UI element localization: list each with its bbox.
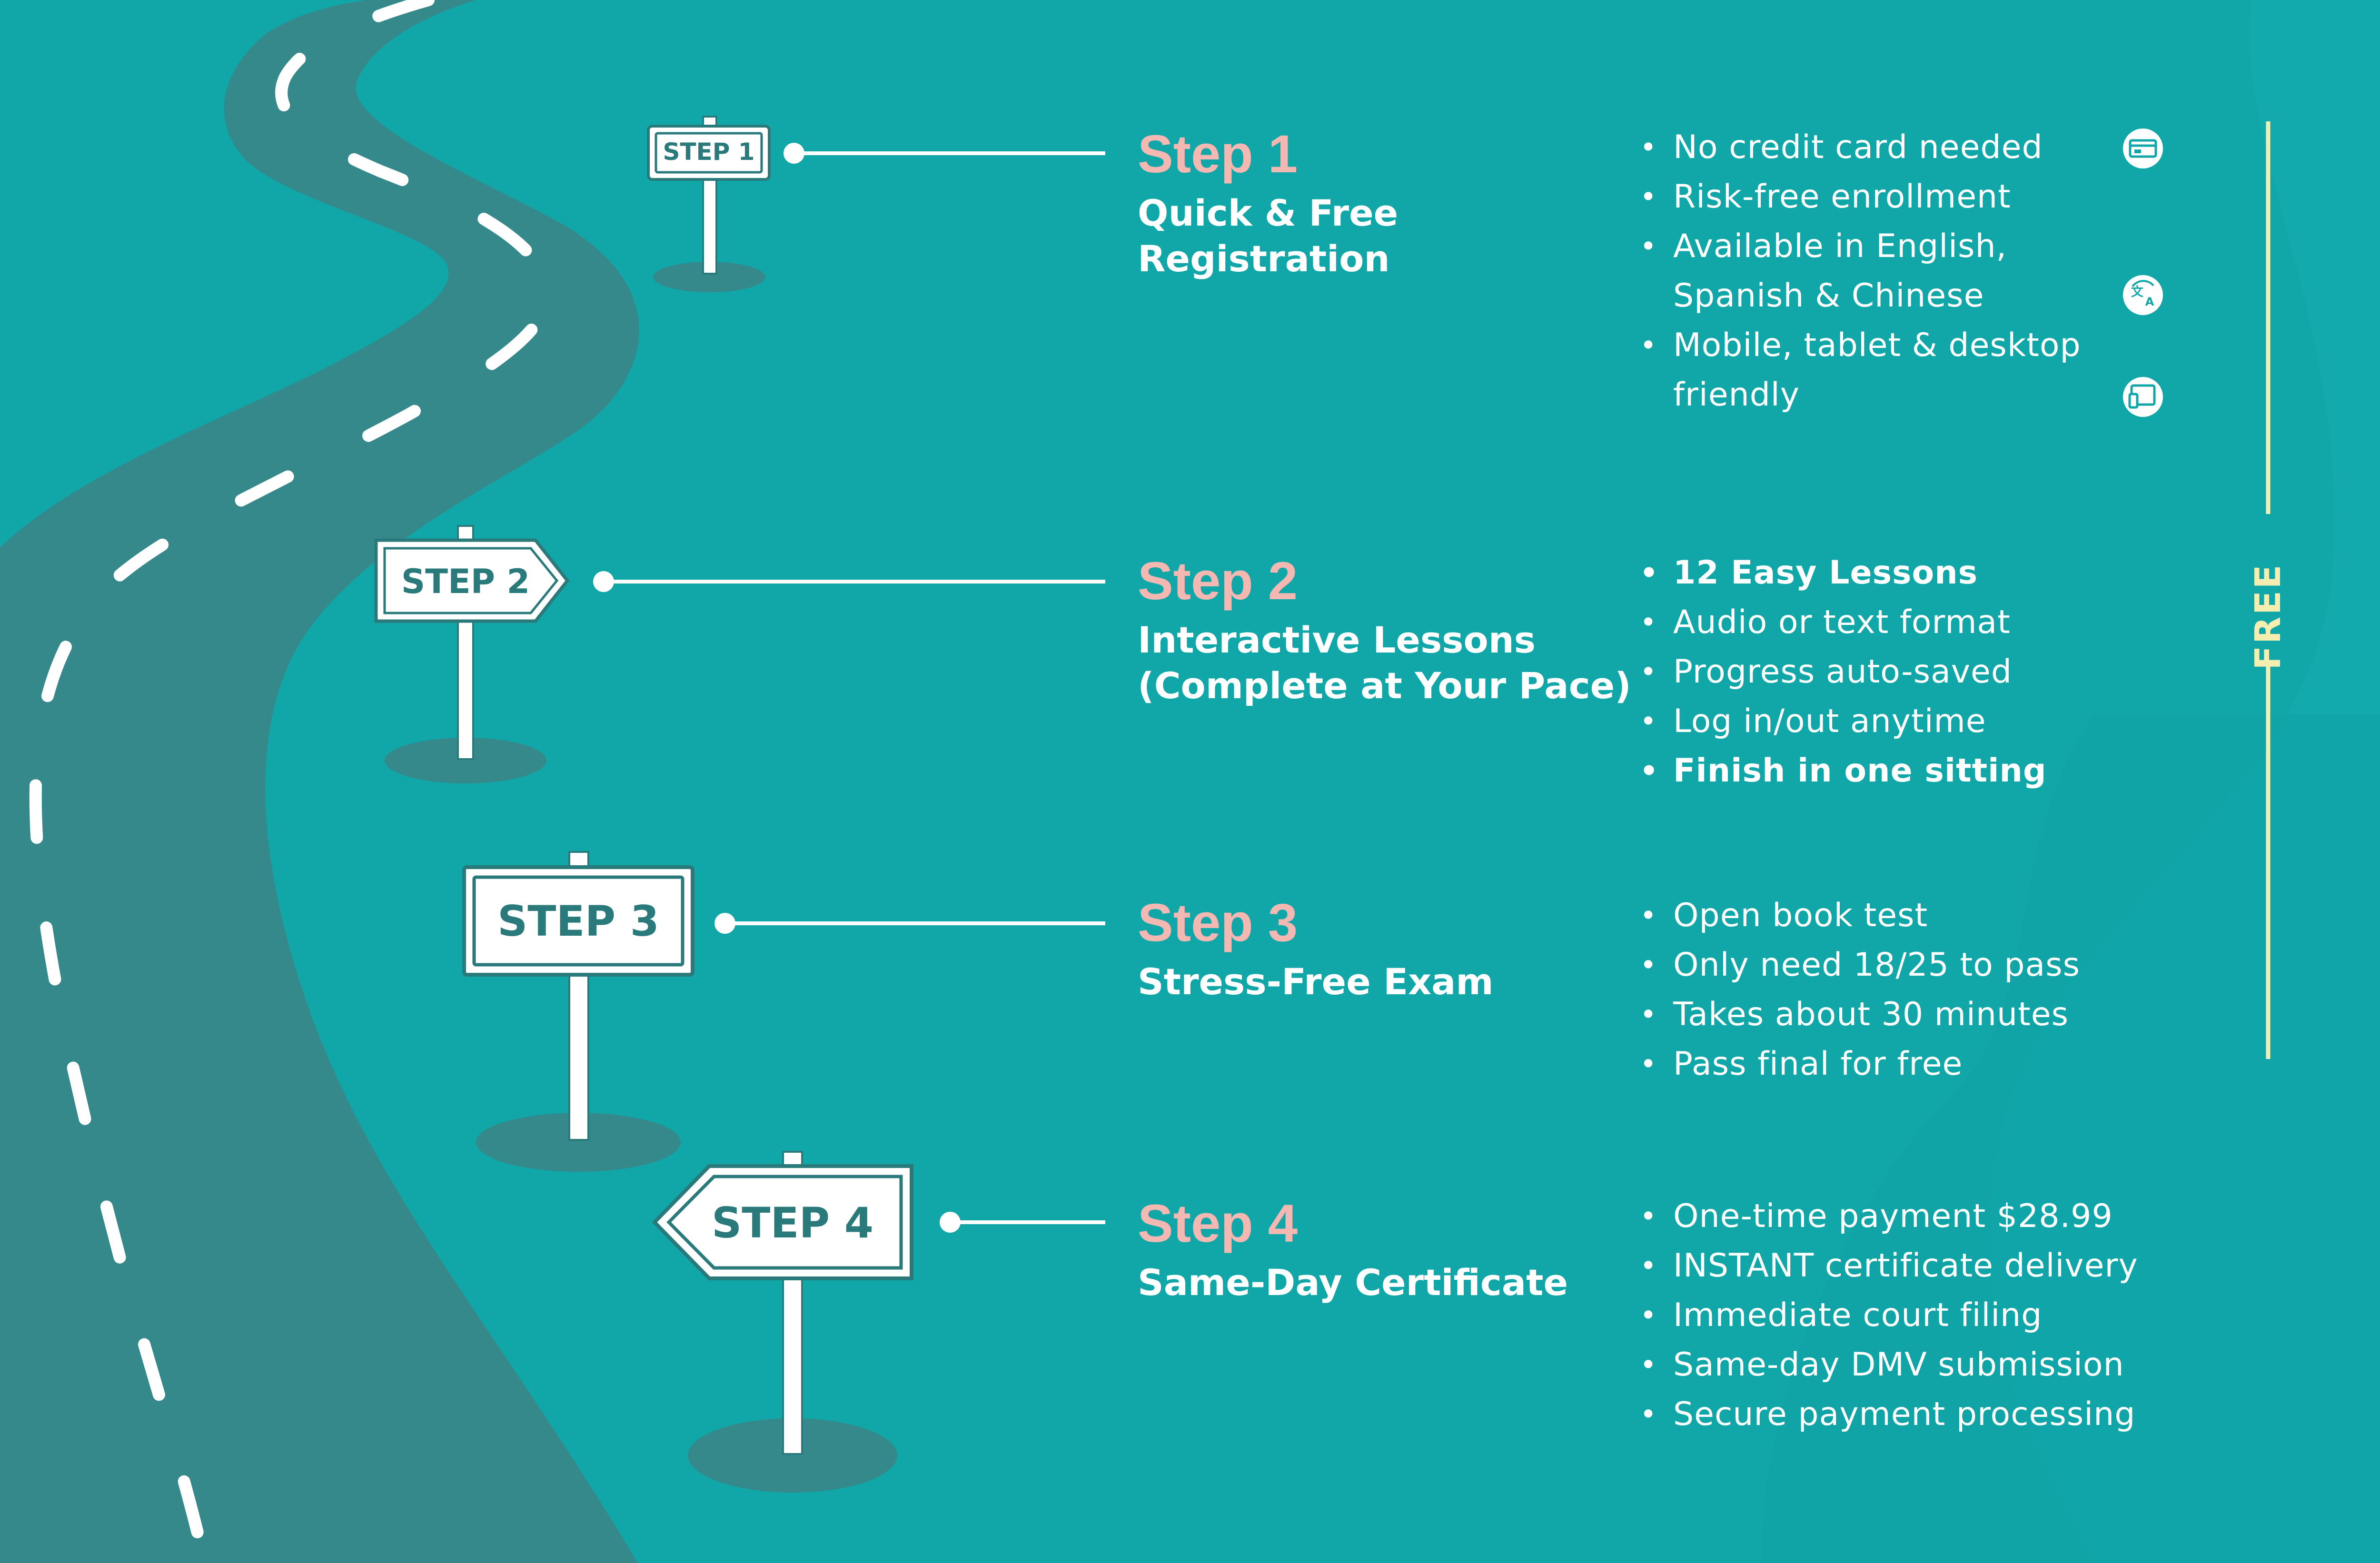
connector-step-1 <box>783 143 1105 164</box>
bullet-item: Secure payment processing <box>1640 1390 2138 1439</box>
bullet-item: Risk-free enrollment <box>1640 172 2081 222</box>
bullet-item: Only need 18/25 to pass <box>1640 940 2080 990</box>
sign-step-2: STEP 2 <box>374 525 570 783</box>
sign-step-3: STEP 3 <box>462 851 694 1172</box>
connector-step-3 <box>714 913 1105 934</box>
step-2-subtitle-line: (Complete at Your Pace) <box>1138 664 1631 707</box>
bullet-item: Open book test <box>1640 891 2080 940</box>
step-3-bullets: Open book test Only need 18/25 to pass T… <box>1640 891 2080 1089</box>
bullet-item-continuation: Spanish & Chinese <box>1673 277 1984 315</box>
sign-step-4-label: STEP 4 <box>712 1198 873 1247</box>
sign-step-2-label: STEP 2 <box>401 562 530 601</box>
bullet-item: Pass final for free <box>1640 1039 2080 1089</box>
step-3-subtitle: Stress-Free Exam <box>1138 959 1494 1005</box>
bullet-item: Finish in one sitting <box>1640 746 2047 796</box>
step-1-heading: Step 1 Quick & Free Registration <box>1138 128 1398 282</box>
step-2-bullets: 12 Easy Lessons Audio or text format Pro… <box>1640 548 2047 796</box>
sign-step-1-label: STEP 1 <box>663 138 754 166</box>
step-1-subtitle: Quick & Free Registration <box>1138 190 1398 282</box>
road <box>0 0 639 1563</box>
svg-text:文: 文 <box>2131 285 2144 299</box>
step-1-title: Step 1 <box>1138 124 1298 184</box>
bullet-item: Immediate court filing <box>1640 1291 2138 1340</box>
sign-step-4: STEP 4 <box>652 1151 913 1493</box>
step-3-title: Step 3 <box>1138 893 1298 952</box>
bullet-item: Available in English, <box>1640 222 2081 271</box>
bullet-item: Log in/out anytime <box>1640 697 2047 746</box>
bullet-item: Progress auto-saved <box>1640 647 2047 697</box>
devices-icon <box>2123 377 2163 417</box>
bullet-item-continuation: friendly <box>1673 376 1800 414</box>
step-3-heading: Step 3 Stress-Free Exam <box>1138 896 1494 1005</box>
bullet-item: 12 Easy Lessons <box>1640 548 2047 598</box>
svg-text:A: A <box>2145 295 2154 308</box>
bullet-item: No credit card needed <box>1640 123 2081 172</box>
bullet-item: Takes about 30 minutes <box>1640 990 2080 1039</box>
step-3-subtitle-line: Stress-Free Exam <box>1138 960 1494 1003</box>
sign-step-3-label: STEP 3 <box>497 897 659 946</box>
step-2-subtitle: Interactive Lessons (Complete at Your Pa… <box>1138 617 1631 709</box>
step-1-bullets: No credit card needed Risk-free enrollme… <box>1640 123 2081 420</box>
sign-step-1: STEP 1 <box>647 116 771 292</box>
bullet-item: Mobile, tablet & desktop <box>1640 321 2081 370</box>
free-label: FREE <box>2248 563 2289 670</box>
bullet-item: Audio or text format <box>1640 598 2047 647</box>
background-wave <box>1990 0 2380 1563</box>
step-2-heading: Step 2 Interactive Lessons (Complete at … <box>1138 554 1631 709</box>
bullet-item: Same-day DMV submission <box>1640 1340 2138 1390</box>
step-2-title: Step 2 <box>1138 551 1298 611</box>
step-4-subtitle-line: Same-Day Certificate <box>1138 1261 1568 1304</box>
bullet-item: INSTANT certificate delivery <box>1640 1241 2138 1291</box>
step-2-subtitle-line: Interactive Lessons <box>1138 619 1536 661</box>
road-center-line <box>29 0 554 1563</box>
connector-step-4 <box>940 1212 1105 1233</box>
step-4-title: Step 4 <box>1138 1194 1298 1253</box>
translate-icon: 文 A <box>2123 275 2163 315</box>
step-1-subtitle-line: Registration <box>1138 237 1390 280</box>
step-4-subtitle: Same-Day Certificate <box>1138 1260 1568 1306</box>
connector-step-2 <box>593 571 1105 592</box>
bullet-item: One-time payment $28.99 <box>1640 1192 2138 1241</box>
step-4-heading: Step 4 Same-Day Certificate <box>1138 1197 1568 1306</box>
credit-card-icon <box>2123 129 2163 168</box>
step-4-bullets: One-time payment $28.99 INSTANT certific… <box>1640 1192 2138 1439</box>
step-1-subtitle-line: Quick & Free <box>1138 192 1398 234</box>
